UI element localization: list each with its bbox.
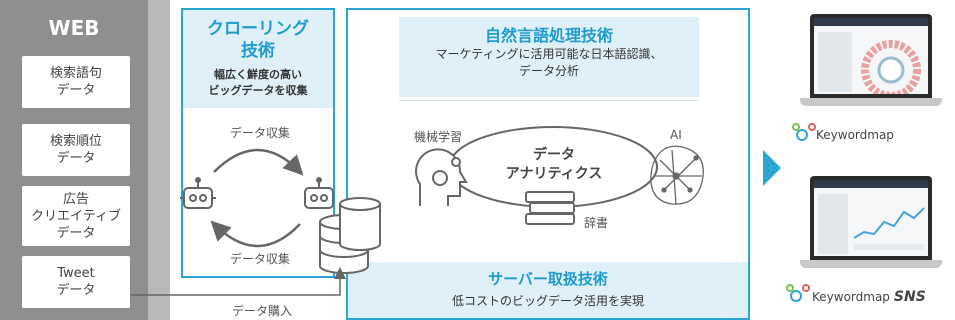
laptop-base-1: [800, 98, 942, 106]
web-title: WEB: [48, 16, 100, 40]
purchase-label: データ購入: [231, 304, 292, 318]
sns-suffix: SNS: [893, 289, 926, 305]
collect-label-top: データ収集: [229, 126, 290, 140]
dictionary-label: 辞書: [584, 216, 609, 230]
laptop-screen-sns-dashboard: [814, 180, 928, 256]
keywordmap-logo-icon: [792, 123, 816, 141]
laptop-keywordmap-sns: [810, 176, 932, 260]
ml-label: 機械学習: [414, 130, 463, 144]
web-item-ad-creative: 広告 クリエイティブ データ: [22, 186, 130, 246]
dictionary-icon: [525, 191, 575, 225]
database-icon: [319, 197, 381, 274]
laptop-base-2: [800, 260, 942, 268]
robot-left-icon: [180, 177, 216, 209]
server-title: サーバー取扱技術: [488, 270, 608, 288]
web-item-search-rank: 検索順位 データ: [22, 124, 130, 176]
keywordmap-sns-logo-icon: [786, 284, 810, 302]
server-subtitle: 低コストのビッグデータ活用を実現: [451, 294, 644, 308]
output-arrow: [763, 150, 781, 186]
web-item-tweet: Tweet データ: [22, 256, 130, 308]
collect-label-bottom: データ収集: [229, 252, 290, 266]
machine-learning-icon: [415, 148, 468, 206]
radial-chart-icon: [861, 40, 921, 94]
keywordmap-sns-brand-text: Keywordmap: [812, 290, 890, 304]
keywordmap-brand-text: Keywordmap: [816, 128, 894, 142]
crawling-subtitle: 幅広く鮮度の高い ビッグデータを収集: [208, 68, 308, 97]
collect-arrow-bottom: [210, 220, 301, 248]
server-band: [348, 262, 748, 318]
web-arrow-shape: [148, 0, 170, 320]
crawling-title: クローリング 技術: [207, 19, 309, 61]
ai-label: AI: [670, 128, 682, 142]
laptop-keywordmap: [810, 14, 932, 98]
laptop-screen-dashboard: [814, 18, 928, 94]
nlp-subtitle: マーケティングに活用可能な日本語認識、 データ分析: [435, 47, 663, 78]
nlp-header: [399, 17, 699, 97]
nlp-title: 自然言語処理技術: [484, 26, 613, 45]
line-chart-icon: [853, 207, 925, 250]
keywordmap-brand: Keywordmap: [816, 128, 894, 142]
collect-arrow-top: [213, 148, 304, 176]
robot-right-icon: [304, 177, 334, 209]
purchase-arrow: [130, 267, 346, 296]
keywordmap-sns-brand: Keywordmap SNS: [812, 289, 926, 305]
ai-network-icon: [650, 145, 704, 205]
analytics-label: データ アナリティクス: [505, 147, 603, 182]
web-item-search-terms: 検索語句 データ: [22, 56, 130, 108]
